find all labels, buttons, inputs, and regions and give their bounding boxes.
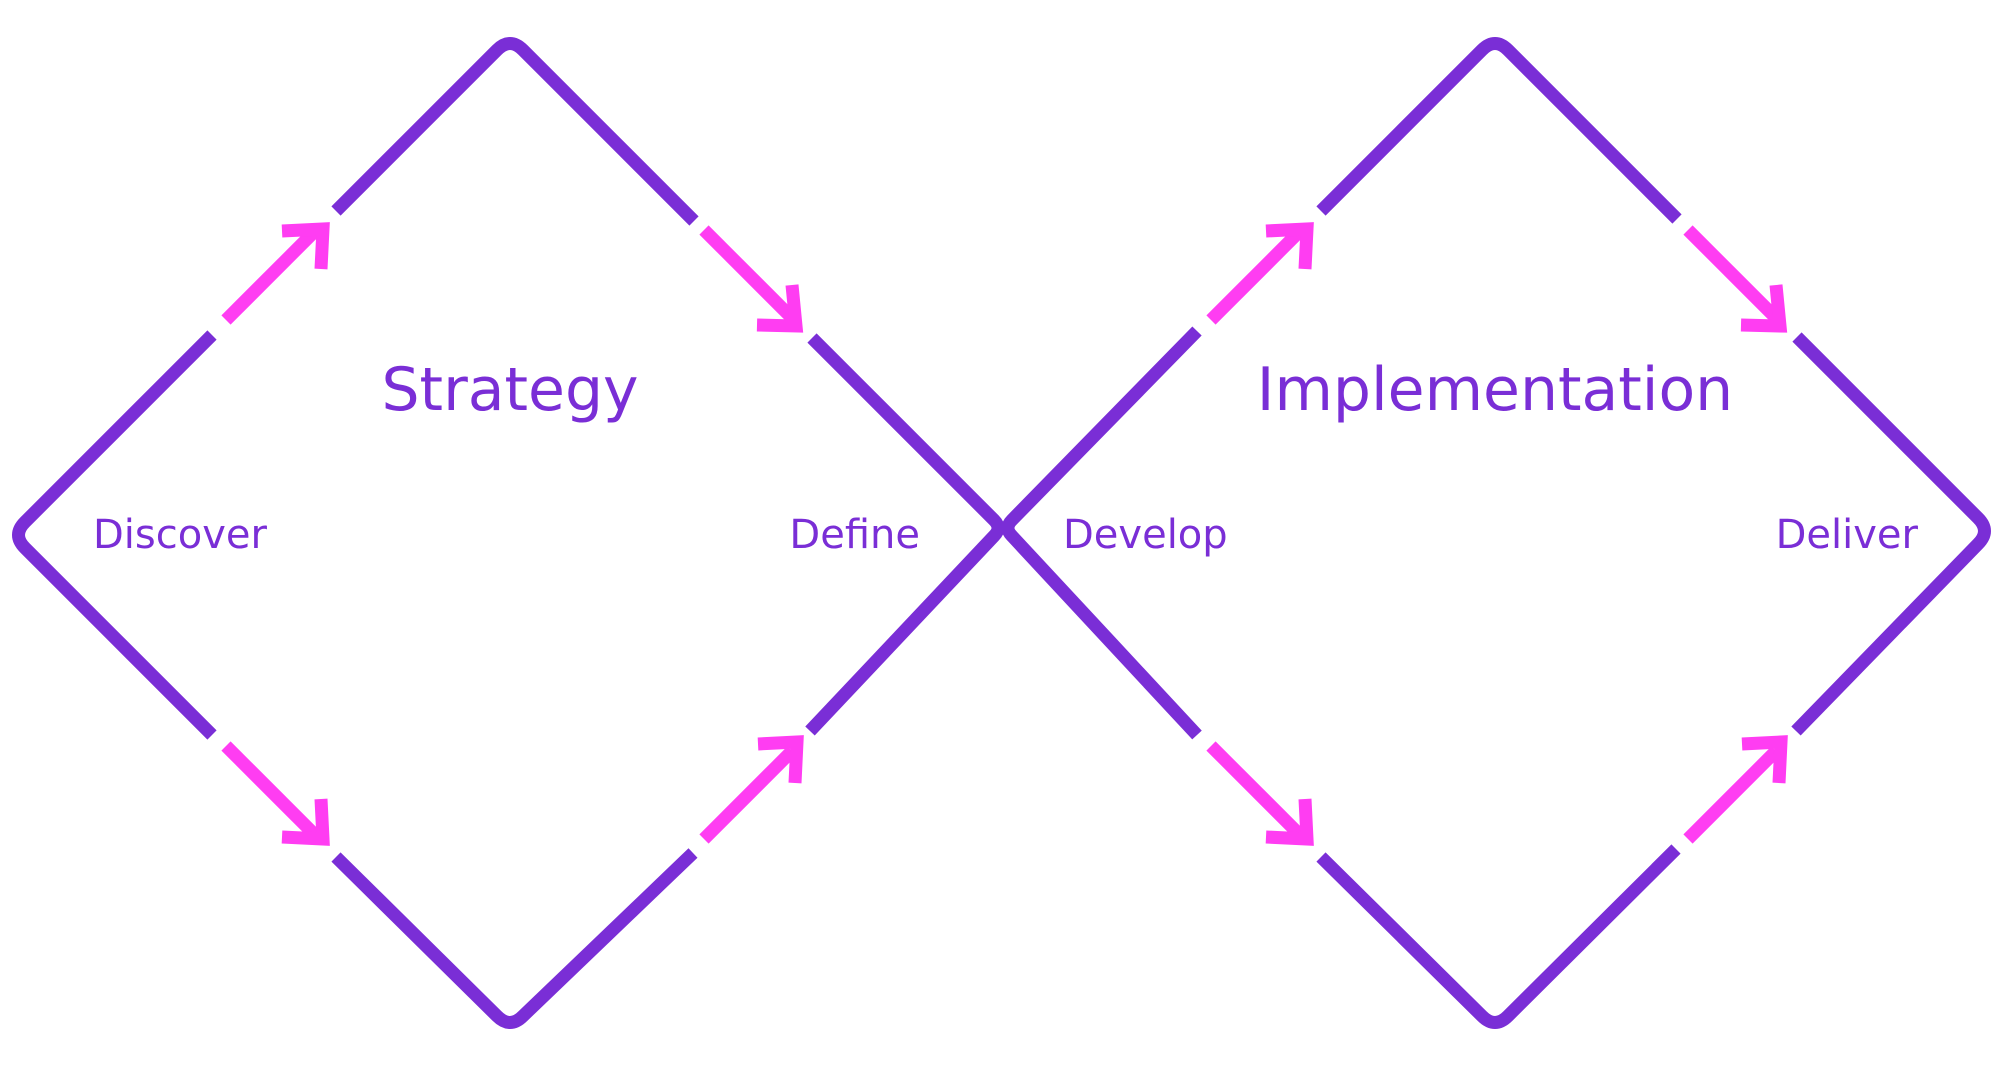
- strategy-frame-top: [331, 37, 699, 226]
- implementation-frame-bottom: [1316, 844, 1681, 1029]
- strategy-arrow-up-left: [221, 222, 330, 325]
- phase-label-deliver: Deliver: [1776, 512, 1919, 558]
- strategy-frame-right: [805, 333, 1005, 736]
- strategy-frame-bottom: [331, 848, 698, 1029]
- strategy-diamond: Strategy Discover Define: [12, 37, 1005, 1029]
- implementation-arrow-up-left: [1206, 222, 1314, 325]
- strategy-frame-top-left: [12, 330, 217, 740]
- strategy-arrow-down-top: [699, 225, 804, 333]
- implementation-title: Implementation: [1257, 355, 1733, 425]
- phase-label-discover: Discover: [93, 512, 268, 558]
- implementation-diamond: Implementation Develop Deliver: [1001, 37, 1991, 1029]
- implementation-frame-top: [1316, 37, 1682, 224]
- implementation-arrow-down-left: [1206, 741, 1314, 846]
- implementation-arrow-up-bottom: [1683, 735, 1788, 844]
- strategy-arrow-down-left: [221, 741, 330, 846]
- phase-label-develop: Develop: [1063, 512, 1228, 558]
- phase-label-define: Define: [789, 512, 920, 558]
- strategy-arrow-up-bottom: [699, 735, 804, 844]
- strategy-title: Strategy: [381, 355, 638, 425]
- implementation-frame-right: [1791, 332, 1991, 736]
- implementation-arrow-down-top: [1683, 225, 1788, 333]
- implementation-frame-left: [1001, 326, 1202, 740]
